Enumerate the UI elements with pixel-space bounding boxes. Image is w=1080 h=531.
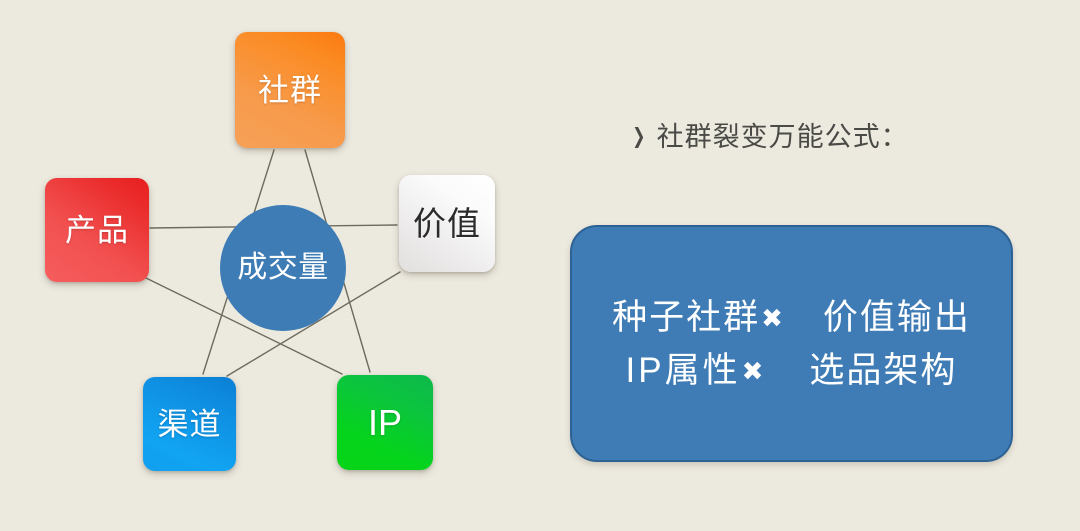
chevron-right-icon: ❯: [632, 125, 646, 149]
formula-panel: ❯ 社群裂变万能公式： 种子社群 ✖ 价值输出 IP属性 ✖ 选品架构: [540, 0, 1080, 531]
formula-term-b: 价值输出: [822, 297, 971, 337]
diagram-node-qudao[interactable]: 渠道: [143, 377, 236, 471]
multiply-icon: ✖: [761, 303, 785, 333]
formula-term-b: 选品架构: [809, 350, 958, 390]
node-label: 产品: [65, 212, 129, 248]
formula-line: 种子社群 ✖ 价值输出: [612, 300, 971, 335]
panel-heading: ❯ 社群裂变万能公式：: [630, 122, 909, 153]
edge-chanpin-ip: [145, 277, 343, 375]
panel-heading-text: 社群裂变万能公式：: [656, 122, 909, 152]
diagram-node-ip[interactable]: IP: [337, 375, 433, 470]
pentagram-diagram: 社群 产品 价值 渠道 IP 成交量: [45, 32, 495, 471]
diagram-node-jiazhi[interactable]: 价值: [399, 175, 495, 272]
node-label: 社群: [258, 72, 322, 108]
edge-jiazhi-qudao: [226, 271, 401, 377]
multiply-icon: ✖: [741, 356, 766, 386]
formula-term-a: IP属性: [625, 350, 741, 390]
formula-line: IP属性 ✖ 选品架构: [626, 353, 958, 388]
node-label: 成交量: [237, 251, 329, 284]
diagram-node-chanpin[interactable]: 产品: [45, 178, 149, 282]
node-label: 价值: [413, 205, 481, 242]
node-label: IP: [367, 401, 402, 443]
diagram-node-shequn[interactable]: 社群: [235, 32, 345, 148]
node-label: 渠道: [157, 406, 222, 442]
diagram-node-center-chengjiaoliang[interactable]: 成交量: [220, 205, 346, 331]
formula-term-a: 种子社群: [612, 297, 761, 337]
formula-box: 种子社群 ✖ 价值输出 IP属性 ✖ 选品架构: [570, 225, 1013, 462]
